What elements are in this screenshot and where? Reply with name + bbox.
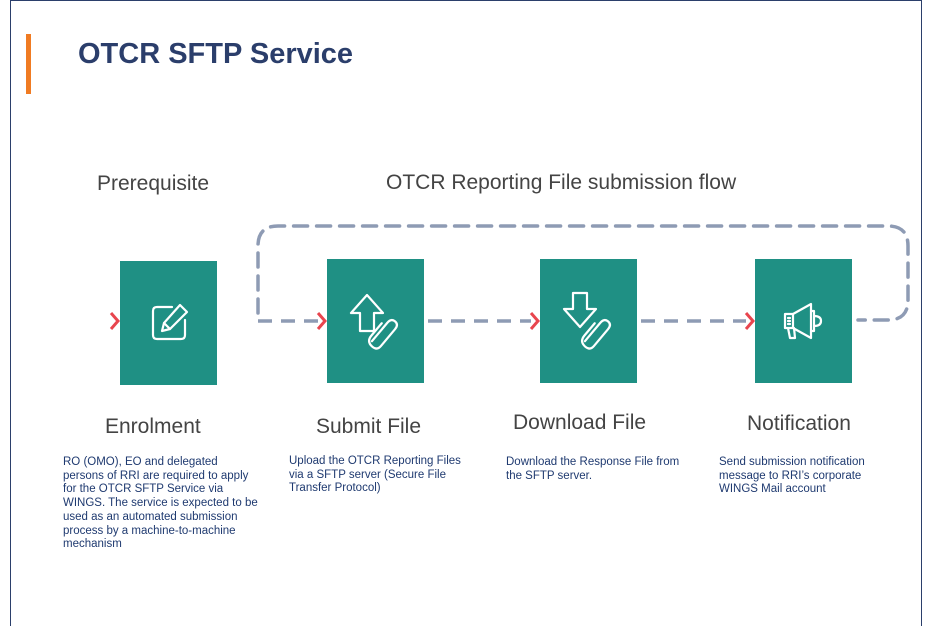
arrow-into-enrolment — [109, 312, 120, 330]
download-attachment-icon — [561, 289, 617, 353]
section-label-submission-flow: OTCR Reporting File submission flow — [386, 171, 737, 194]
step-title-download-file: Download File — [513, 411, 647, 434]
page-title: OTCR SFTP Service — [78, 38, 354, 70]
step-box-enrolment — [120, 261, 217, 385]
megaphone-icon — [779, 296, 829, 346]
edit-icon — [144, 298, 194, 348]
step-description-submit-file: Upload the OTCR Reporting Files via a SF… — [289, 455, 461, 495]
arrow-into-download — [529, 312, 540, 330]
upload-attachment-icon — [348, 289, 404, 353]
section-label-prerequisite: Prerequisite — [97, 172, 210, 195]
step-box-notification — [755, 259, 852, 383]
arrow-into-submit — [316, 312, 327, 330]
flow-group-outline — [256, 224, 910, 322]
step-box-submit-file — [327, 259, 424, 383]
step-description-notification: Send submission notification message to … — [719, 456, 865, 496]
step-description-enrolment: RO (OMO), EO and delegated persons of RR… — [63, 456, 258, 551]
step-description-download-file: Download the Response File from the SFTP… — [506, 456, 680, 482]
title-accent-bar — [26, 34, 31, 94]
step-title-enrolment: Enrolment — [105, 415, 201, 438]
step-title-submit-file: Submit File — [316, 415, 422, 438]
step-box-download-file — [540, 259, 637, 383]
step-title-notification: Notification — [747, 412, 851, 435]
arrow-into-notification — [744, 312, 755, 330]
slide-frame — [10, 0, 922, 626]
